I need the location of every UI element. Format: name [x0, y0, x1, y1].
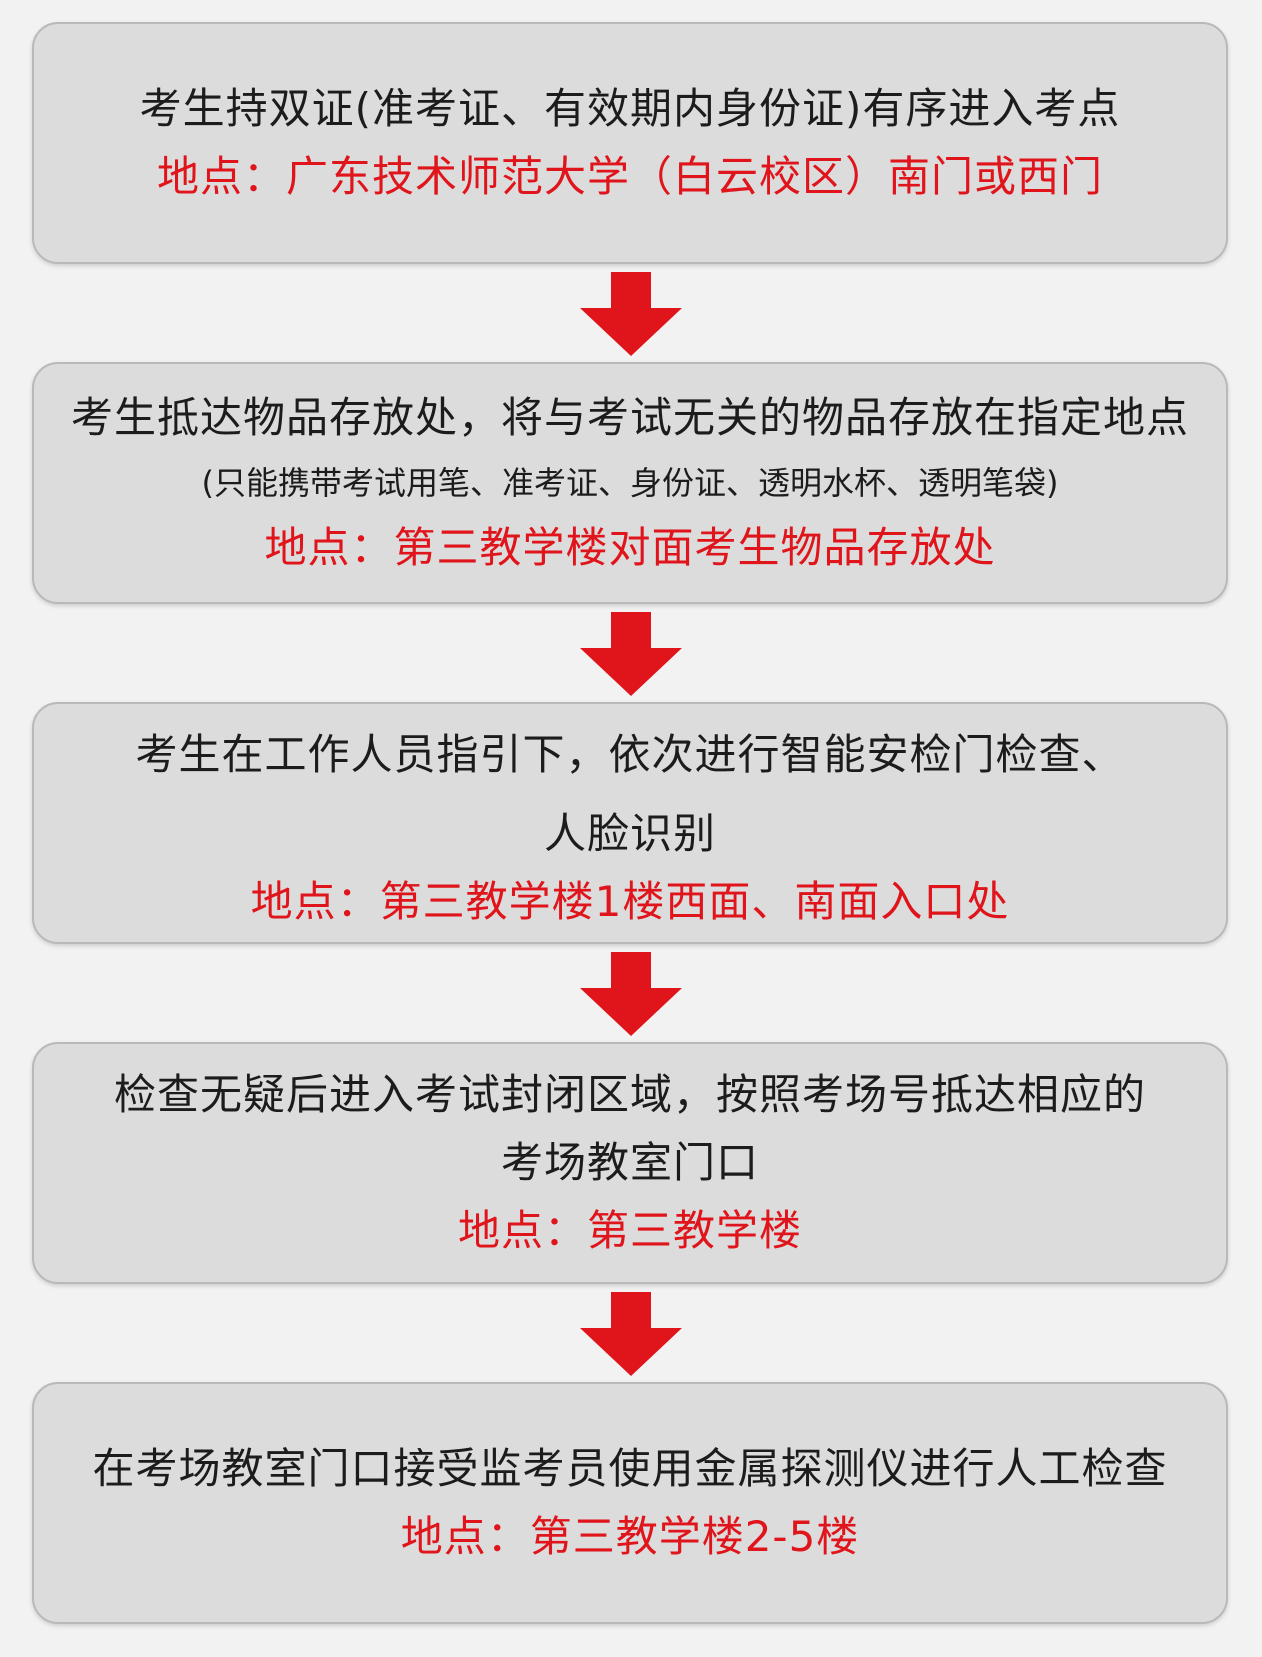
step-2-note: (只能携带考试用笔、准考证、身份证、透明水杯、透明笔袋) — [201, 464, 1059, 502]
flow-step-4: 检查无疑后进入考试封闭区域，按照考场号抵达相应的 考场教室门口 地点：第三教学楼 — [32, 1042, 1228, 1284]
down-arrow-icon — [580, 1292, 682, 1376]
flow-step-3: 考生在工作人员指引下，依次进行智能安检门检查、 人脸识别 地点：第三教学楼1楼西… — [32, 702, 1228, 944]
step-3-text-line-2: 人脸识别 — [543, 809, 716, 858]
flow-step-1: 考生持双证(准考证、有效期内身份证)有序进入考点 地点：广东技术师范大学（白云校… — [32, 22, 1228, 264]
flow-step-2: 考生抵达物品存放处，将与考试无关的物品存放在指定地点 (只能携带考试用笔、准考证… — [32, 362, 1228, 604]
step-4-text-line-2: 考场教室门口 — [500, 1138, 759, 1187]
step-1-text: 考生持双证(准考证、有效期内身份证)有序进入考点 — [139, 84, 1121, 133]
step-2-location: 地点：第三教学楼对面考生物品存放处 — [264, 523, 996, 572]
flow-step-5: 在考场教室门口接受监考员使用金属探测仪进行人工检查 地点：第三教学楼2-5楼 — [32, 1382, 1228, 1624]
step-4-location: 地点：第三教学楼 — [457, 1206, 802, 1255]
step-3-text-line-1: 考生在工作人员指引下，依次进行智能安检门检查、 — [135, 730, 1125, 779]
down-arrow-icon — [580, 272, 682, 356]
step-5-text: 在考场教室门口接受监考员使用金属探测仪进行人工检查 — [92, 1444, 1168, 1493]
down-arrow-icon — [580, 952, 682, 1036]
step-3-location: 地点：第三教学楼1楼西面、南面入口处 — [250, 877, 1010, 926]
down-arrow-icon — [580, 612, 682, 696]
step-4-text-line-1: 检查无疑后进入考试封闭区域，按照考场号抵达相应的 — [113, 1070, 1146, 1119]
step-5-location: 地点：第三教学楼2-5楼 — [400, 1512, 860, 1561]
step-2-text: 考生抵达物品存放处，将与考试无关的物品存放在指定地点 — [70, 393, 1189, 442]
step-1-location: 地点：广东技术师范大学（白云校区）南门或西门 — [156, 152, 1103, 201]
